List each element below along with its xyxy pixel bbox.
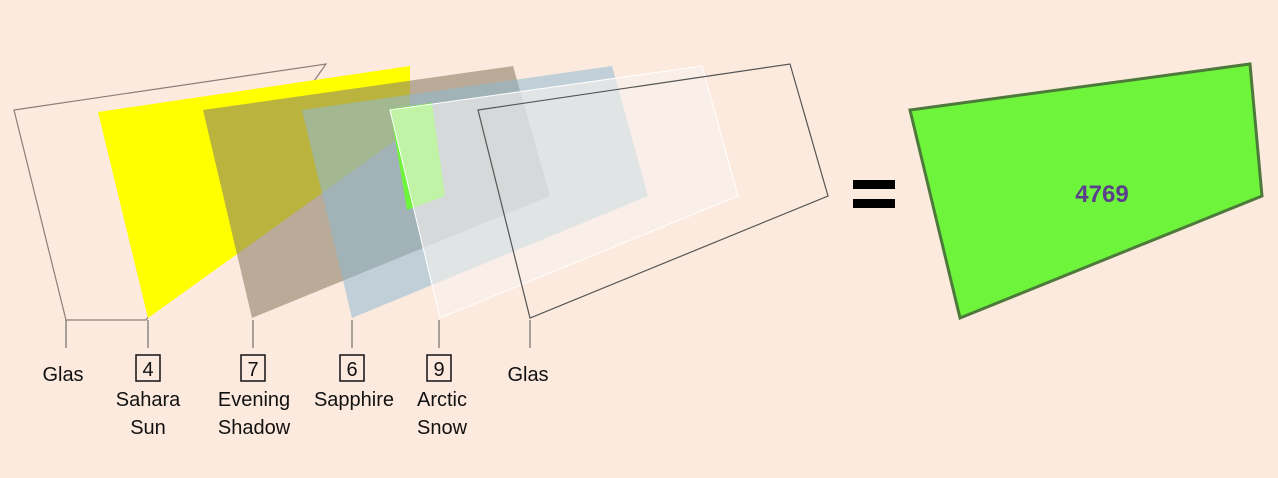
label-sapphire-line1: Sapphire — [314, 389, 394, 411]
number-arctic: 9 — [433, 359, 444, 381]
label-glas-left: Glas — [42, 364, 83, 386]
result-pane — [908, 62, 1264, 321]
label-arctic-line1: Arctic — [417, 389, 467, 411]
glass-pane-left — [13, 63, 328, 321]
equals-sign-top-bar — [853, 180, 895, 189]
equals-sign-bottom-bar — [853, 199, 895, 208]
number-sahara: 4 — [142, 359, 153, 381]
glass-pane-right — [477, 63, 829, 319]
number-evening: 7 — [247, 359, 258, 381]
label-glas-right: Glas — [507, 364, 548, 386]
label-evening-line1: Evening — [218, 389, 290, 411]
result-value: 4769 — [1075, 181, 1128, 208]
number-box-sahara — [135, 354, 161, 382]
number-box-sapphire — [339, 354, 365, 382]
label-arctic-line2: Snow — [417, 417, 468, 439]
number-sapphire: 6 — [346, 359, 357, 381]
number-box-evening — [240, 354, 266, 382]
label-evening-line2: Shadow — [218, 417, 291, 439]
number-box-arctic — [426, 354, 452, 382]
label-sahara-line1: Sahara — [116, 389, 181, 411]
label-sahara-line2: Sun — [130, 417, 166, 439]
arctic-snow-pane — [389, 65, 739, 319]
